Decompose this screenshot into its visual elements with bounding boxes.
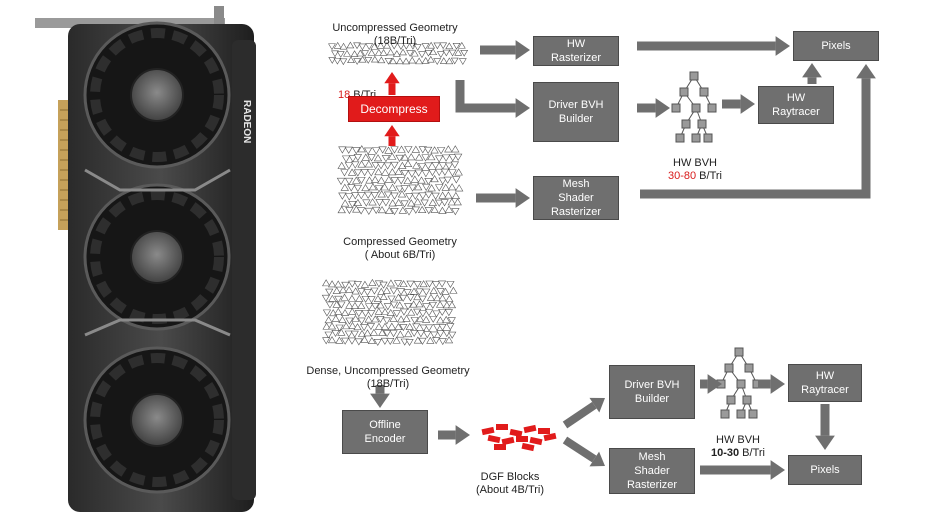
decompress-box: Decompress [348,96,440,122]
fan-bottom [83,346,231,494]
top-hw-rasterizer-box: HW Rasterizer [533,36,619,66]
top-pixels-box: Pixels [793,31,879,61]
arrow-builder-to-bvh-bottom [700,374,722,394]
arrow-builder-to-bvh [637,98,670,118]
bottom-hw-raytracer-box: HW Raytracer [788,364,862,402]
top-driver-bvh-builder-box: Driver BVH Builder [533,82,619,142]
compressed-geometry-mesh [336,145,464,216]
arrow-to-hw-rasterizer [480,40,530,60]
bottom-pixels-box: Pixels [788,455,862,485]
compressed-geometry-label: Compressed Geometry( About 6B/Tri) [343,236,457,261]
dgf-blocks-illustration [481,424,557,452]
top-bvh-tree-icon [671,71,717,143]
arrow-encoder-to-dgf [438,425,470,445]
arrow-raytracer-to-pixels-bottom [815,404,835,450]
arrow-raytracer-to-pixels [802,63,822,84]
uncompressed-geometry-mesh [328,41,469,66]
top-mesh-shader-rasterizer-box: Mesh Shader Rasterizer [533,176,619,220]
arrow-bvh-to-raytracer-bottom [758,374,785,394]
arrow-to-decompress [384,125,400,146]
arrow-from-decompress [384,72,400,95]
arrow-dgf-to-mesh-shader [562,436,605,467]
arrow-rasterizer-to-pixels [637,36,790,56]
top-hw-raytracer-box: HW Raytracer [758,86,834,124]
arrow-to-mesh-shader [476,188,530,208]
arrow-mesh-to-pixels-bottom [700,460,785,480]
arrow-mesh-to-pixels [640,64,876,199]
bottom-mesh-shader-rasterizer-box: Mesh Shader Rasterizer [609,448,695,494]
arrow-to-offline-encoder [370,385,390,408]
bottom-driver-bvh-builder-box: Driver BVH Builder [609,365,695,419]
arrow-dgf-to-builder [562,397,605,429]
fan-top [83,21,231,169]
arrow-bvh-to-raytracer [722,94,755,114]
gpu-brand-text: RADEON [241,100,252,143]
arrow-to-driver-bvh [455,80,530,118]
uncompressed-geometry-label: Uncompressed Geometry(18B/Tri) [332,22,458,47]
dense-geometry-label: Dense, Uncompressed Geometry(18B/Tri) [306,365,470,390]
dense-geometry-mesh [321,278,458,347]
offline-encoder-box: Offline Encoder [342,410,428,454]
dgf-blocks-label: DGF Blocks(About 4B/Tri) [475,471,545,496]
bottom-bvh-tree-icon [716,347,762,419]
io-bracket [35,18,225,28]
